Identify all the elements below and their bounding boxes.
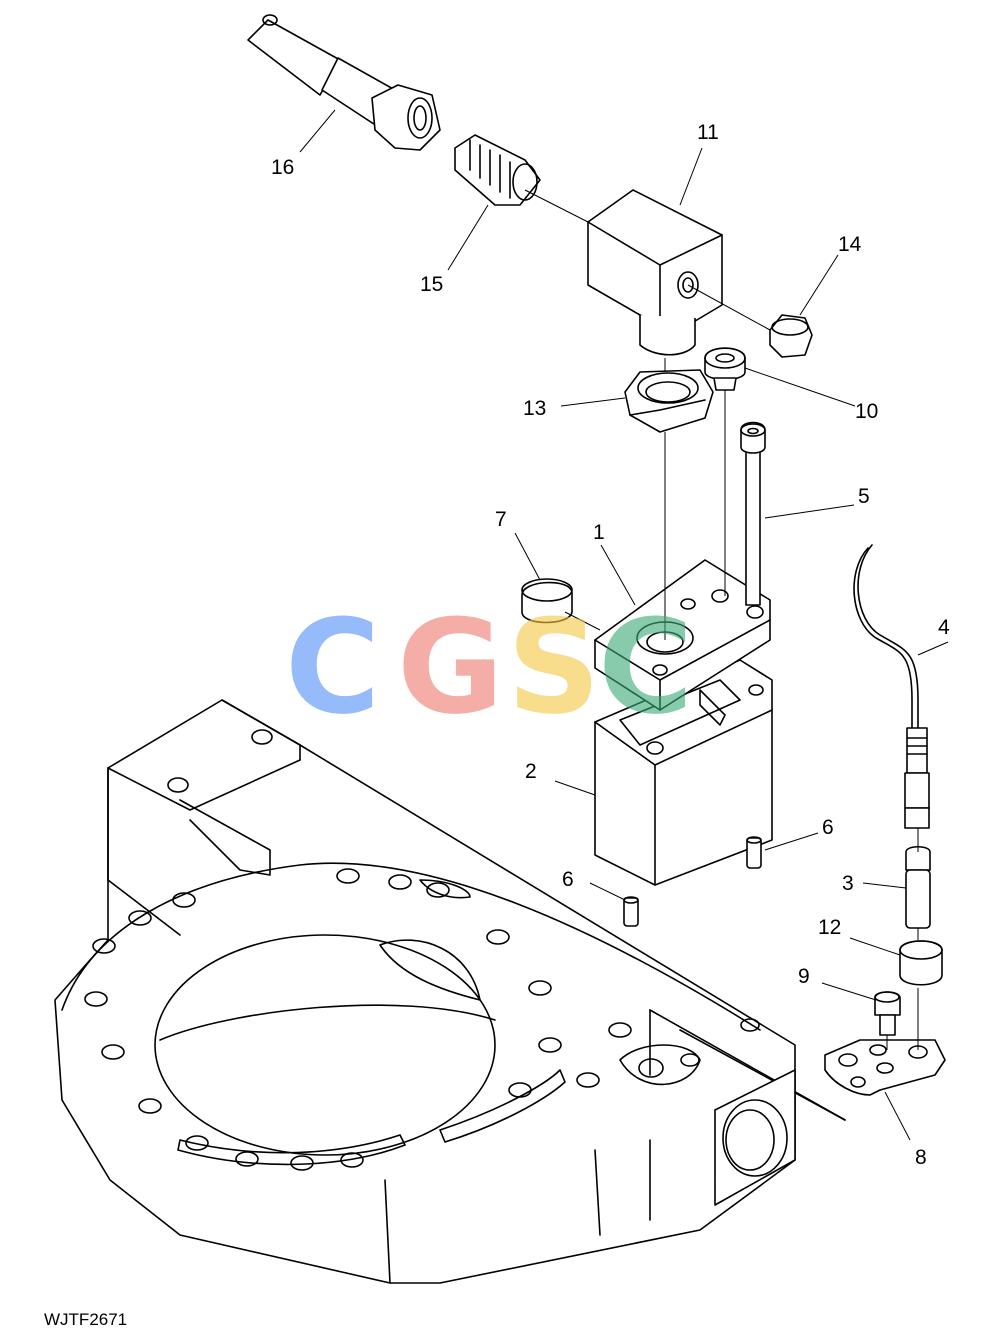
- watermark-letter-c2: C: [598, 591, 693, 743]
- callout-3: 3: [842, 872, 854, 895]
- callout-7: 7: [495, 508, 507, 531]
- part-11-block: [587, 189, 723, 356]
- leader-lines: [299, 109, 949, 1141]
- callout-5: 5: [858, 485, 870, 508]
- callout-9: 9: [798, 965, 810, 988]
- part-7-plug: [521, 578, 601, 631]
- part-10-fitting: [704, 347, 746, 391]
- callouts: 1 2 3 4 5 6 6 7 8 9 10 11 12 13 14 15 16: [271, 121, 950, 1169]
- callout-2: 2: [525, 760, 537, 783]
- part-9-screw: [874, 991, 901, 1036]
- part-12-spacer: [899, 940, 943, 986]
- bolt-holes: [84, 729, 760, 1171]
- assembly-lines: [524, 189, 919, 1050]
- callout-12: 12: [818, 916, 841, 939]
- callout-16: 16: [271, 156, 294, 179]
- watermark-letter-c1: C: [285, 591, 380, 743]
- part-8-bracket: [824, 1039, 946, 1096]
- callout-13: 13: [523, 397, 546, 420]
- callout-6b: 6: [562, 868, 574, 891]
- callout-14: 14: [838, 233, 862, 256]
- main-housing: [54, 699, 846, 1284]
- callout-6a: 6: [822, 816, 834, 839]
- watermark-letter-g: G: [397, 591, 504, 743]
- figure-code: WJTF2671: [44, 1310, 127, 1329]
- part-5-screw: [740, 421, 766, 606]
- part-3-connector: [905, 845, 931, 929]
- watermark-letter-s: S: [507, 591, 601, 743]
- callout-4: 4: [938, 616, 950, 639]
- callout-15: 15: [420, 273, 443, 296]
- part-13-nut: [624, 369, 714, 433]
- part-4-sensor: [853, 544, 930, 829]
- part-1-plate: [594, 559, 771, 711]
- callout-8: 8: [915, 1146, 927, 1169]
- callout-10: 10: [855, 400, 878, 423]
- callout-11: 11: [697, 121, 719, 144]
- part-14-plug: [769, 314, 813, 358]
- callout-1: 1: [593, 521, 605, 544]
- part-16-hose: [247, 14, 441, 151]
- watermark: C G S C: [285, 591, 693, 743]
- part-15-adapter: [454, 134, 541, 206]
